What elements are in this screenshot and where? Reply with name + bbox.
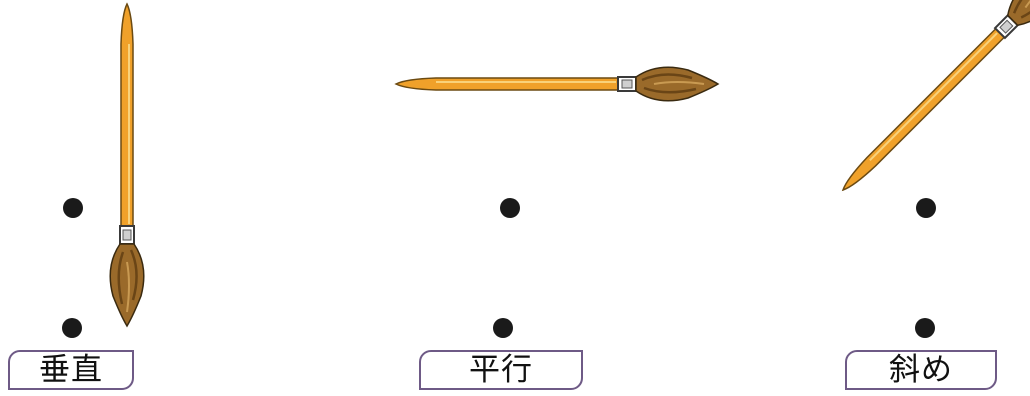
dot-diagonal-upper bbox=[916, 198, 936, 218]
dot-diagonal-lower bbox=[915, 318, 935, 338]
label-horizontal: 平行 bbox=[469, 355, 533, 386]
label-diagonal-box: 斜め bbox=[845, 350, 997, 390]
dot-horizontal-upper bbox=[500, 198, 520, 218]
dot-vertical-upper bbox=[63, 198, 83, 218]
dot-vertical-lower bbox=[62, 318, 82, 338]
dot-horizontal-lower bbox=[493, 318, 513, 338]
label-vertical-box: 垂直 bbox=[8, 350, 134, 390]
diagonal-brush bbox=[831, 0, 1030, 202]
vertical-brush bbox=[110, 4, 144, 326]
label-diagonal: 斜め bbox=[889, 355, 953, 386]
label-vertical: 垂直 bbox=[39, 355, 103, 386]
horizontal-brush bbox=[396, 67, 718, 101]
label-horizontal-box: 平行 bbox=[419, 350, 583, 390]
